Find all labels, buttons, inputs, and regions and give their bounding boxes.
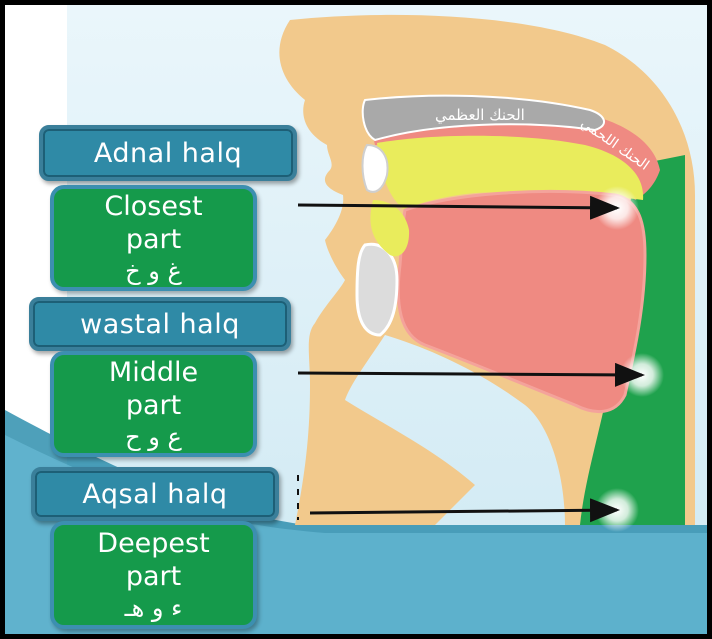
upper-tooth — [363, 145, 388, 192]
section-line2-deepest: part — [126, 560, 181, 593]
lower-tooth — [357, 244, 397, 335]
section-box-closest: Closest part غ و خ — [50, 185, 257, 291]
section-box-deepest: Deepest part ء و هـ — [50, 521, 257, 629]
section-line1-closest: Closest — [104, 190, 202, 223]
arrow-middle — [298, 373, 642, 375]
section-letters-closest: غ و خ — [125, 256, 182, 286]
section-line1-middle: Middle — [109, 356, 198, 389]
section-line1-deepest: Deepest — [97, 527, 209, 560]
section-box-middle: Middle part ع و ح — [50, 351, 257, 457]
section-line2-middle: part — [126, 389, 181, 422]
section-title-adnal: Adnal halq — [39, 125, 297, 181]
section-letters-deepest: ء و هـ — [125, 593, 183, 623]
section-title-aqsal: Aqsal halq — [31, 467, 279, 521]
hard-palate-label: الحنك العظمي — [435, 106, 525, 125]
section-letters-middle: ع و ح — [125, 422, 182, 452]
section-title-wastal: wastal halq — [29, 297, 291, 351]
section-line2-closest: part — [126, 223, 181, 256]
